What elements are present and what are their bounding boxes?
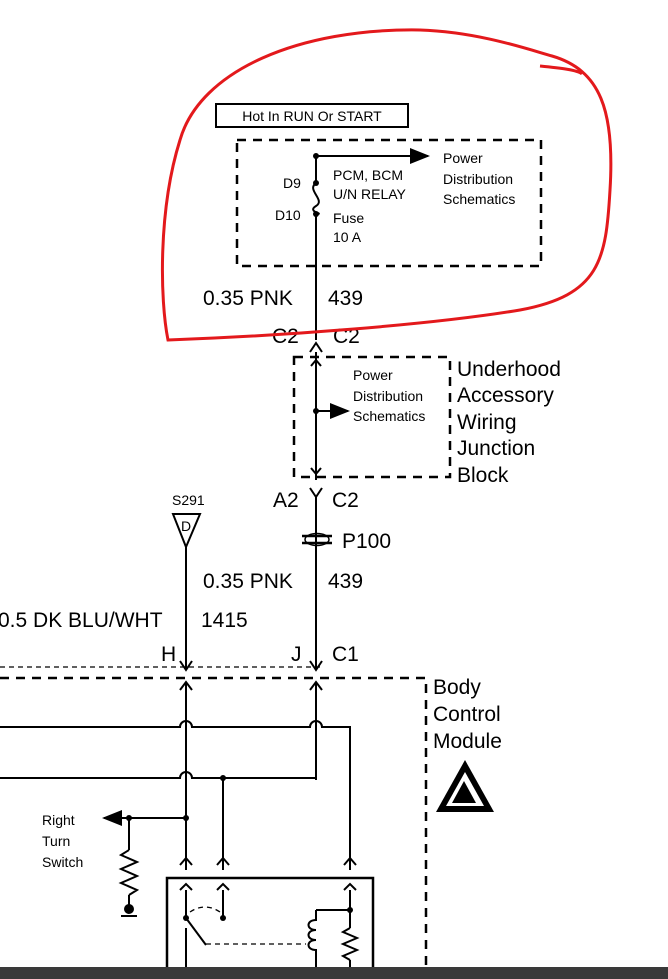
svg-text:Hot In RUN Or START: Hot In RUN Or START <box>242 108 382 124</box>
body-control-module: Body Control Module <box>0 676 502 975</box>
wire-lower-circuit: 439 <box>328 570 363 593</box>
bottom-bar <box>0 967 668 979</box>
svg-text:Switch: Switch <box>42 854 83 870</box>
connector-c1: H J C1 <box>0 643 359 672</box>
svg-text:Underhood: Underhood <box>457 358 561 381</box>
pass-through-p100: P100 <box>302 530 391 553</box>
svg-text:D10: D10 <box>275 207 301 223</box>
wire-upper-spec: 0.35 PNK <box>203 287 293 310</box>
svg-text:D9: D9 <box>283 175 301 191</box>
svg-text:Schematics: Schematics <box>353 408 425 424</box>
svg-text:Schematics: Schematics <box>443 191 515 207</box>
svg-text:Body: Body <box>433 676 481 699</box>
svg-text:Power: Power <box>443 150 483 166</box>
svg-text:Block: Block <box>457 464 509 487</box>
svg-text:Right: Right <box>42 812 75 828</box>
esd-warning-icon <box>436 760 494 812</box>
svg-text:Wiring: Wiring <box>457 411 517 434</box>
svg-text:PCM, BCM: PCM, BCM <box>333 167 403 183</box>
wire-blue-circuit: 1415 <box>201 609 248 632</box>
svg-text:Junction: Junction <box>457 437 535 460</box>
svg-text:C2: C2 <box>332 489 359 512</box>
svg-text:S291: S291 <box>172 492 205 508</box>
svg-text:Power: Power <box>353 367 393 383</box>
connector-a2: A2 C2 <box>273 487 359 670</box>
svg-text:Turn: Turn <box>42 833 70 849</box>
svg-text:Fuse: Fuse <box>333 210 364 226</box>
svg-text:P100: P100 <box>342 530 391 553</box>
svg-text:J: J <box>291 643 302 666</box>
splice-s291: S291 D <box>171 492 205 670</box>
svg-text:C2: C2 <box>272 325 299 348</box>
wire-blue-spec: 0.5 DK BLU/WHT <box>0 609 163 632</box>
svg-text:A2: A2 <box>273 489 299 512</box>
svg-text:D: D <box>181 518 191 534</box>
svg-text:Module: Module <box>433 730 502 753</box>
wire-lower-spec: 0.35 PNK <box>203 570 293 593</box>
wire-upper-circuit: 439 <box>328 287 363 310</box>
hot-in-run-label: Hot In RUN Or START <box>215 103 409 128</box>
red-annotation-circle <box>160 28 613 342</box>
svg-text:10 A: 10 A <box>333 229 362 245</box>
fuse-block: D9 D10 PCM, BCM U/N RELAY Fuse 10 A Powe… <box>235 138 543 268</box>
svg-text:Control: Control <box>433 703 501 726</box>
svg-text:H: H <box>161 643 176 666</box>
svg-text:U/N RELAY: U/N RELAY <box>333 186 407 202</box>
underhood-junction-block: Power Distribution Schematics Underhood … <box>292 352 561 487</box>
svg-text:Accessory: Accessory <box>457 384 554 407</box>
svg-text:Distribution: Distribution <box>443 171 513 187</box>
svg-text:Distribution: Distribution <box>353 388 423 404</box>
svg-text:C1: C1 <box>332 643 359 666</box>
